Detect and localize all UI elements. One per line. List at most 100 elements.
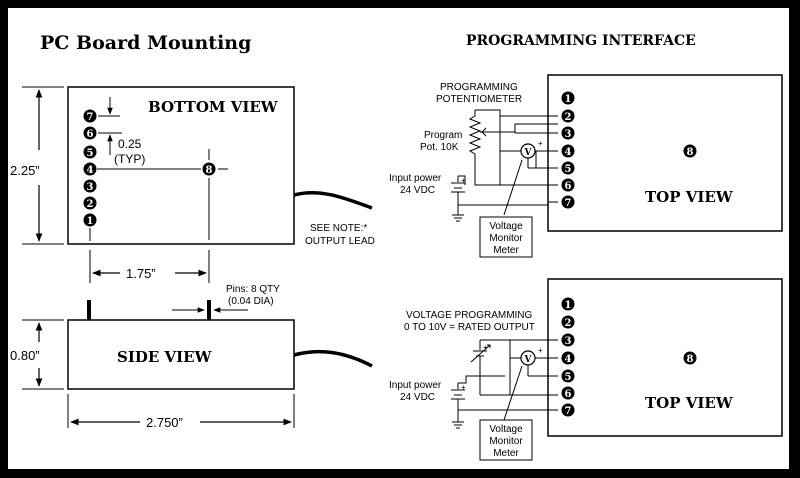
svg-text:5: 5 — [565, 164, 572, 175]
pitch-value: 0.25 — [118, 137, 142, 151]
svg-text:3: 3 — [565, 336, 572, 347]
pin-1: 1 — [83, 213, 97, 227]
top-pin-4: 4 — [561, 144, 575, 158]
top-pin-5: 5 — [561, 161, 575, 175]
svg-text:3: 3 — [565, 129, 572, 140]
top-battery-plus: + — [461, 176, 466, 185]
svg-text:7: 7 — [565, 198, 572, 209]
see-note-line1: SEE NOTE:* — [310, 223, 367, 234]
bottom-header-line2: 0 TO 10V = RATED OUTPUT — [404, 322, 535, 333]
svg-text:2: 2 — [565, 112, 572, 123]
svg-text:4: 4 — [565, 354, 572, 365]
svg-text:7: 7 — [565, 406, 572, 417]
side-height-value: 0.80” — [10, 348, 40, 363]
bottom-pin-2: 2 — [561, 315, 575, 329]
svg-text:6: 6 — [565, 181, 572, 192]
pin-8: 8 — [202, 162, 216, 176]
top-header-line1: PROGRAMMING — [440, 82, 518, 93]
side-pin-left — [87, 300, 91, 320]
pin-label: 3 — [87, 182, 94, 193]
top-pin-7: 7 — [561, 195, 575, 209]
top-input-power-line1: Input power — [389, 173, 442, 184]
svg-text:5: 5 — [565, 372, 572, 383]
width-dimension: 2.750” — [67, 394, 295, 430]
bottom-header-line1: VOLTAGE PROGRAMMING — [406, 310, 533, 321]
pin-label: 6 — [87, 129, 94, 140]
side-height-dimension: 0.80” — [10, 319, 64, 390]
bottom-pin-3: 3 — [561, 333, 575, 347]
svg-text:Monitor: Monitor — [489, 233, 523, 244]
bottom-meter-callout: Voltage Monitor Meter — [479, 419, 533, 461]
bottom-pin-1: 1 — [561, 297, 575, 311]
diagram-panel — [8, 8, 789, 469]
see-note-line2: OUTPUT LEAD — [305, 236, 375, 247]
bottom-battery-plus: + — [461, 383, 466, 392]
top-pin-3: 3 — [561, 126, 575, 140]
pins-note-line1: Pins: 8 QTY — [226, 284, 280, 295]
pin-6: 6 — [83, 126, 97, 140]
pin-3: 3 — [83, 179, 97, 193]
svg-text:+: + — [538, 346, 543, 355]
svg-text:+: + — [538, 139, 543, 148]
pin-5: 5 — [83, 145, 97, 159]
svg-text:Meter: Meter — [493, 448, 519, 459]
svg-text:6: 6 — [565, 389, 572, 400]
top-pin-6: 6 — [561, 178, 575, 192]
top-header-line2: POTENTIOMETER — [436, 94, 522, 105]
pitch-dimension: 0.25 (TYP) — [98, 97, 145, 166]
top-input-power-line2: 24 VDC — [400, 185, 435, 196]
pin-2: 2 — [83, 196, 97, 210]
top-wiring — [451, 109, 558, 222]
pin-4: 4 — [83, 162, 97, 176]
bottom-voltmeter: V + — [520, 346, 543, 366]
top-pin-1: 1 — [561, 91, 575, 105]
svg-text:2: 2 — [565, 318, 572, 329]
bottom-module-box — [547, 278, 783, 437]
pot-label-line2: Pot. 10K — [420, 142, 459, 153]
programming-title: PROGRAMMING INTERFACE — [466, 33, 696, 49]
bottom-input-power-line1: Input power — [389, 380, 442, 391]
pin-spacing-value: 1.75” — [126, 266, 156, 281]
svg-text:1: 1 — [565, 300, 572, 311]
svg-text:Meter: Meter — [493, 245, 519, 256]
pin-label: 5 — [87, 148, 94, 159]
svg-text:V: V — [524, 148, 533, 158]
side-pin-right — [207, 300, 211, 320]
pin-7: 7 — [83, 109, 97, 123]
bottom-pin-7: 7 — [561, 403, 575, 417]
svg-text:Voltage: Voltage — [489, 424, 523, 435]
height-value: 2.25” — [10, 163, 40, 178]
top-voltmeter: V + — [520, 139, 543, 159]
pins-note-line2: (0.04 DIA) — [228, 296, 274, 307]
bottom-pin-column: 1 2 3 4 5 6 7 — [561, 297, 575, 417]
top-pin-column: 1 2 3 4 5 6 7 — [561, 91, 575, 209]
svg-text:Monitor: Monitor — [489, 436, 523, 447]
svg-text:8: 8 — [687, 354, 694, 365]
pin-spacing-dimension: 1.75” — [89, 250, 210, 283]
bottom-center-pin: 8 — [683, 351, 697, 365]
bottom-pin-6: 6 — [561, 386, 575, 400]
bottom-pin-4: 4 — [561, 351, 575, 365]
bottom-view-box — [67, 86, 295, 245]
svg-text:V: V — [524, 355, 533, 365]
top-meter-callout: Voltage Monitor Meter — [479, 216, 533, 258]
output-lead-cable — [293, 190, 373, 210]
bottom-view-label: BOTTOM VIEW — [148, 98, 279, 116]
side-view-label: SIDE VIEW — [117, 348, 213, 366]
pin-label: 1 — [87, 216, 94, 227]
output-lead-cable-side — [293, 349, 373, 368]
top-view-label: TOP VIEW — [645, 188, 734, 206]
height-dimension: 2.25” — [10, 86, 64, 245]
svg-text:8: 8 — [687, 147, 694, 158]
bottom-wiring — [451, 339, 558, 429]
bottom-pin-5: 5 — [561, 369, 575, 383]
top-center-pin: 8 — [683, 144, 697, 158]
svg-text:Voltage: Voltage — [489, 221, 523, 232]
bottom-view-pin-column: 7 6 5 4 3 2 1 — [83, 109, 97, 227]
svg-text:1: 1 — [565, 94, 572, 105]
top-pin-2: 2 — [561, 109, 575, 123]
pin-label: 4 — [87, 165, 94, 176]
pin-label: 8 — [206, 165, 213, 176]
pin-label: 7 — [87, 112, 94, 123]
